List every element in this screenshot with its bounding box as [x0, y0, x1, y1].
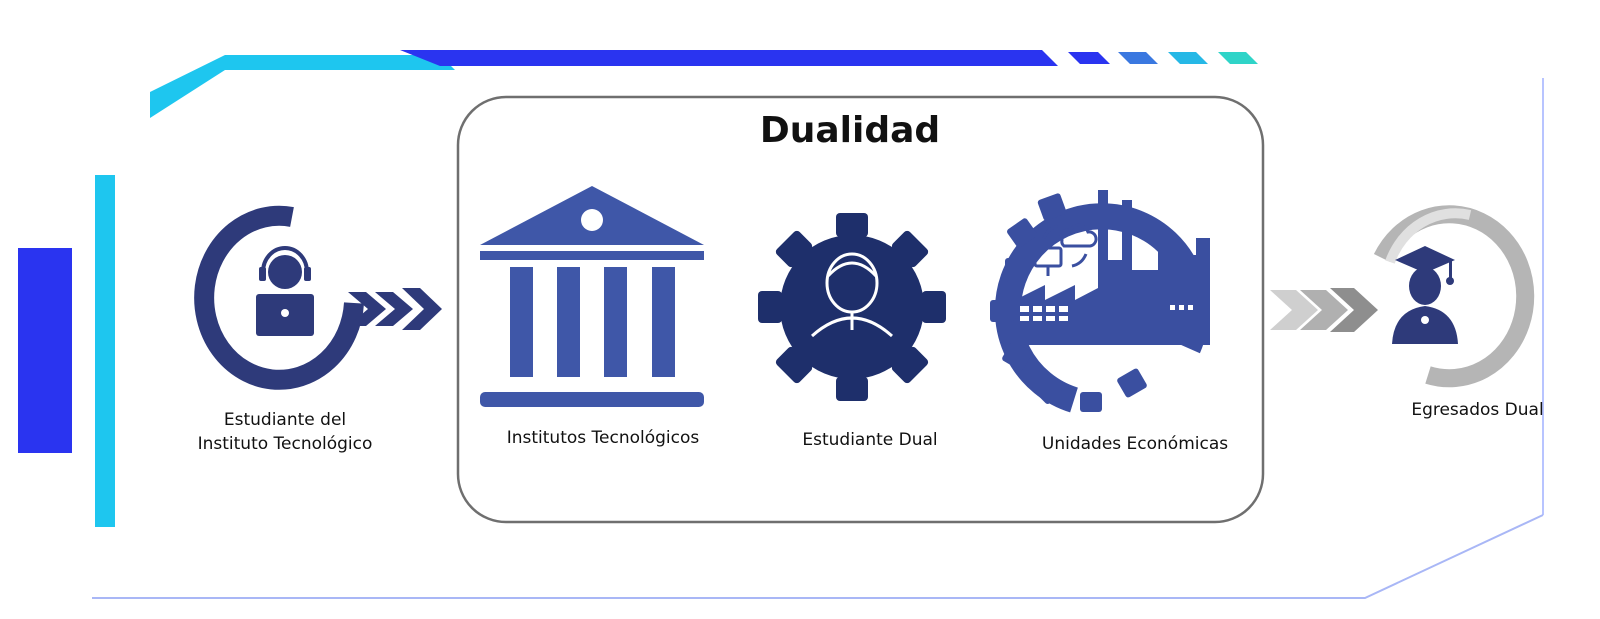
frame-left-blue-block: [18, 248, 72, 453]
gray-arrow-chevrons-icon: [1270, 288, 1378, 332]
student-headset-icon: [194, 205, 364, 390]
student-label-line2: Instituto Tecnológico: [197, 434, 373, 454]
frame-dash-3: [1168, 52, 1208, 64]
institution-building-icon: [480, 186, 704, 407]
institutes-label: Institutos Tecnológicos: [506, 428, 700, 448]
frame-dash-1: [1068, 52, 1110, 64]
graduates-label: Egresados Dual: [1411, 400, 1544, 420]
graduate-icon: [1373, 205, 1535, 388]
frame-top-blue-bar: [400, 50, 1058, 66]
frame-dash-4: [1218, 52, 1258, 64]
student-label-line1: Estudiante del: [223, 410, 347, 430]
frame-dash-2: [1118, 52, 1158, 64]
frame-top-cyan-bar: [150, 55, 455, 118]
frame-left-cyan-bar: [95, 175, 115, 527]
diagram-title: Dualidad: [759, 110, 941, 151]
dual-student-label: Estudiante Dual: [802, 430, 938, 450]
factory-gear-icon: [990, 190, 1210, 413]
student-label: Estudiante del Instituto Tecnológico: [170, 408, 400, 456]
student-gear-icon: [758, 213, 946, 401]
arrow-chevrons-icon: [348, 288, 442, 330]
decorative-frame: [18, 50, 1544, 599]
economic-units-label: Unidades Económicas: [1041, 434, 1229, 454]
frame-bottom-line: [92, 514, 1544, 599]
